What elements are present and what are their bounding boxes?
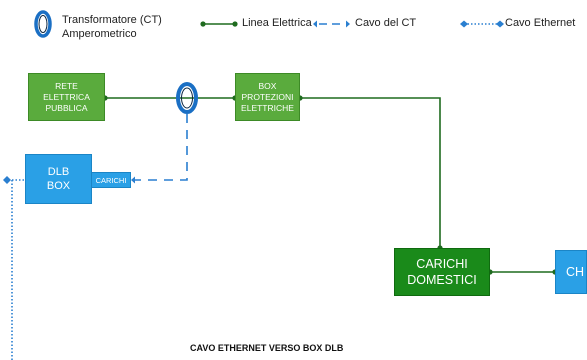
legend-power-line-icon [200,21,238,27]
legend-ct-label: Transformatore (CT) Amperometrico [62,13,162,41]
ethernet-caption: CAVO ETHERNET VERSO BOX DLB [190,343,344,353]
dlb-box-label-line1: DLB [47,166,70,178]
legend-ct-cable-label: Cavo del CT [355,17,417,29]
charger-box: CH [555,250,587,294]
ct-ring-icon [176,82,198,114]
power-line-grid-to-protection [102,95,238,101]
grid-box: RETE ELETTRICA PUBBLICA [28,73,105,121]
dlb-loads-tag: CARICHI [91,172,131,188]
charger-box-label: CH [566,265,585,279]
power-line-domestic-to-charger [487,269,558,275]
legend-ethernet-cable-icon [460,20,504,28]
legend-ct-label-line2: Amperometrico [62,28,137,40]
ct-cable-to-dlb [131,114,188,184]
ethernet-cable-to-dlb [3,176,25,360]
grid-box-label: RETE ELETTRICA PUBBLICA [43,80,90,113]
legend-ct-cable-icon [313,20,350,28]
power-line-protection-to-domestic [297,95,443,251]
protection-box-label: BOX PROTEZIONI ELETTRICHE [241,80,294,113]
domestic-loads-label: CARICHI DOMESTICI [407,257,477,287]
dlb-box: DLB BOX [25,154,92,204]
legend-power-line-label: Linea Elettrica [242,17,312,29]
protection-box: BOX PROTEZIONI ELETTRICHE [235,73,300,121]
legend-ethernet-cable-label: Cavo Ethernet [505,17,576,29]
legend-ct-icon [34,10,52,38]
dlb-loads-label: CARICHI [95,175,127,185]
dlb-box-label-line2: BOX [46,180,71,192]
domestic-loads-box: CARICHI DOMESTICI [394,248,490,296]
legend-ct-label-line1: Transformatore (CT) [62,14,162,26]
